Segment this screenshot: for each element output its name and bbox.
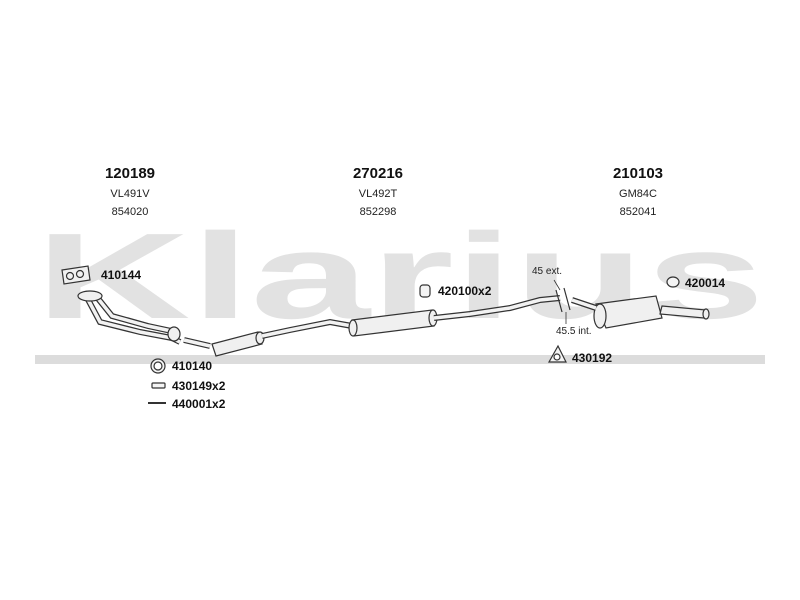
mount-420100-icon bbox=[419, 284, 431, 298]
code-410144: 410144 bbox=[101, 268, 142, 282]
part-ref1-1: VL491V bbox=[110, 188, 150, 200]
code-430192: 430192 bbox=[572, 351, 613, 365]
part-number-2: 270216 bbox=[352, 165, 404, 182]
front-silencer-120189 bbox=[211, 331, 265, 357]
part-ref1-3: GM84C bbox=[619, 188, 657, 200]
part-ref2-3: 852041 bbox=[619, 206, 657, 218]
part-number-1: 120189 bbox=[104, 165, 156, 182]
mount-420014-icon bbox=[666, 276, 680, 288]
part-ref1-2: VL492T bbox=[358, 188, 398, 200]
part-ref2-2: 852298 bbox=[359, 206, 397, 218]
code-410140: 410140 bbox=[172, 359, 213, 373]
code-420100: 420100x2 bbox=[438, 284, 492, 298]
bolt-430149-icon bbox=[151, 382, 166, 389]
centre-silencer-270216 bbox=[348, 309, 438, 337]
code-440001: 440001x2 bbox=[172, 397, 226, 411]
front-downpipe-120189 bbox=[77, 290, 182, 345]
part-number-3: 210103 bbox=[612, 165, 664, 182]
note-int: 45.5 int. bbox=[556, 326, 592, 337]
part-ref2-1: 854020 bbox=[111, 206, 149, 218]
rear-silencer-210103 bbox=[593, 295, 710, 329]
code-430149: 430149x2 bbox=[172, 379, 226, 393]
code-420014: 420014 bbox=[685, 276, 726, 290]
gasket-410144 bbox=[61, 265, 91, 285]
note-ext: 45 ext. bbox=[532, 266, 563, 277]
